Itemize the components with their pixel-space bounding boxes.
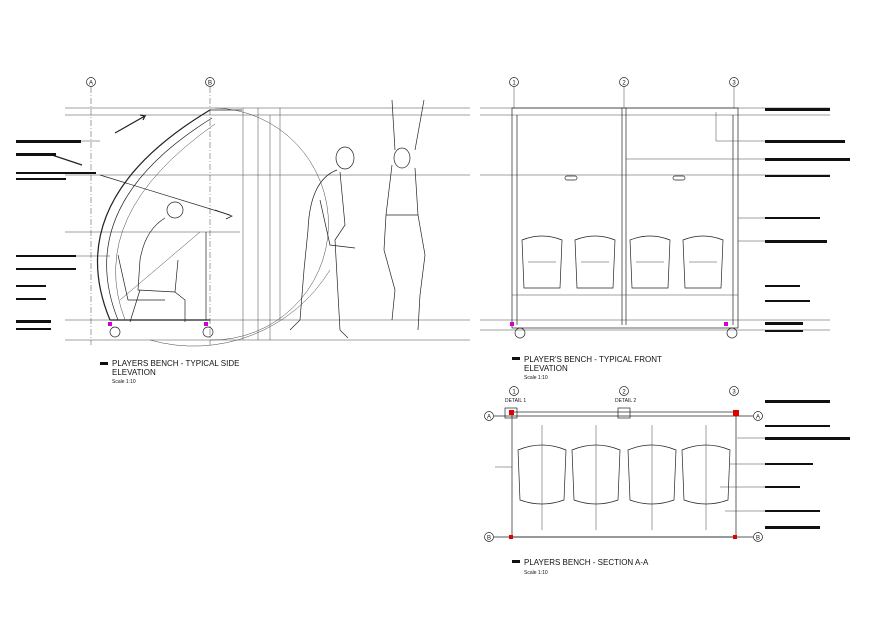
grid-marker-a: A [86,77,96,345]
svg-text:1: 1 [512,390,516,396]
svg-text:2: 2 [622,81,626,87]
svg-text:B: B [756,536,760,542]
front-seat-2 [574,235,616,289]
side-elevation-title-line2: ELEVATION [112,368,156,377]
side-wheel-right [202,322,214,338]
front-elevation-scale: Scale 1:10 [524,375,548,381]
section-view: 1 2 3 A A B B DETAIL 1 DETAIL 2 [484,386,850,576]
side-wheel-left [108,322,121,338]
section-seat-2 [571,425,621,530]
svg-text:B: B [208,81,212,87]
jumping-figure [383,99,426,331]
section-marker-2: 2 [619,386,629,396]
section-scale: Scale 1:10 [524,570,548,576]
svg-text:A: A [756,415,760,421]
side-elevation-title: PLAYERS BENCH - TYPICAL SIDE ELEVATION S… [100,359,239,385]
front-elevation-title-text: PLAYER'S BENCH - TYPICAL FRONT [524,355,662,364]
seated-figure [117,201,186,323]
svg-text:A: A [89,81,93,87]
grid-marker-3: 3 [729,77,739,108]
front-wheel-left [510,322,526,339]
front-elevation-title-line2: ELEVATION [524,364,568,373]
detail-2-label: DETAIL 2 [615,398,636,404]
section-marker-b-left: B [484,532,494,542]
section-marker-a-left: A [484,411,494,421]
section-marker-b-right: B [753,532,763,542]
section-title-text: PLAYERS BENCH - SECTION A-A [524,558,649,567]
side-elevation-view: A B [16,77,470,385]
front-elevation-view: 1 2 3 [480,77,850,381]
svg-text:B: B [487,536,491,542]
section-seat-4 [681,425,731,530]
side-elevation-scale: Scale 1:10 [112,379,136,385]
section-seat-1 [517,425,567,530]
grid-marker-2: 2 [619,77,629,108]
front-elevation-title: PLAYER'S BENCH - TYPICAL FRONT ELEVATION… [512,355,662,381]
svg-text:1: 1 [512,81,516,87]
front-seat-1 [521,235,563,289]
front-seat-4 [682,235,724,289]
section-marker-a-right: A [753,411,763,421]
standing-figure [289,146,356,339]
svg-text:3: 3 [732,390,736,396]
grid-marker-1: 1 [509,77,519,108]
svg-text:3: 3 [732,81,736,87]
front-wheel-right [724,322,738,339]
svg-text:A: A [487,415,491,421]
svg-text:2: 2 [622,390,626,396]
front-seat-3 [629,235,671,289]
grid-marker-b: B [205,77,215,345]
side-elevation-title-text: PLAYERS BENCH - TYPICAL SIDE [112,359,239,368]
section-seat-3 [627,425,677,530]
section-marker-3: 3 [729,386,739,396]
detail-1-label: DETAIL 1 [505,398,526,404]
section-marker-1: 1 [509,386,519,396]
section-title: PLAYERS BENCH - SECTION A-A Scale 1:10 [512,558,649,576]
